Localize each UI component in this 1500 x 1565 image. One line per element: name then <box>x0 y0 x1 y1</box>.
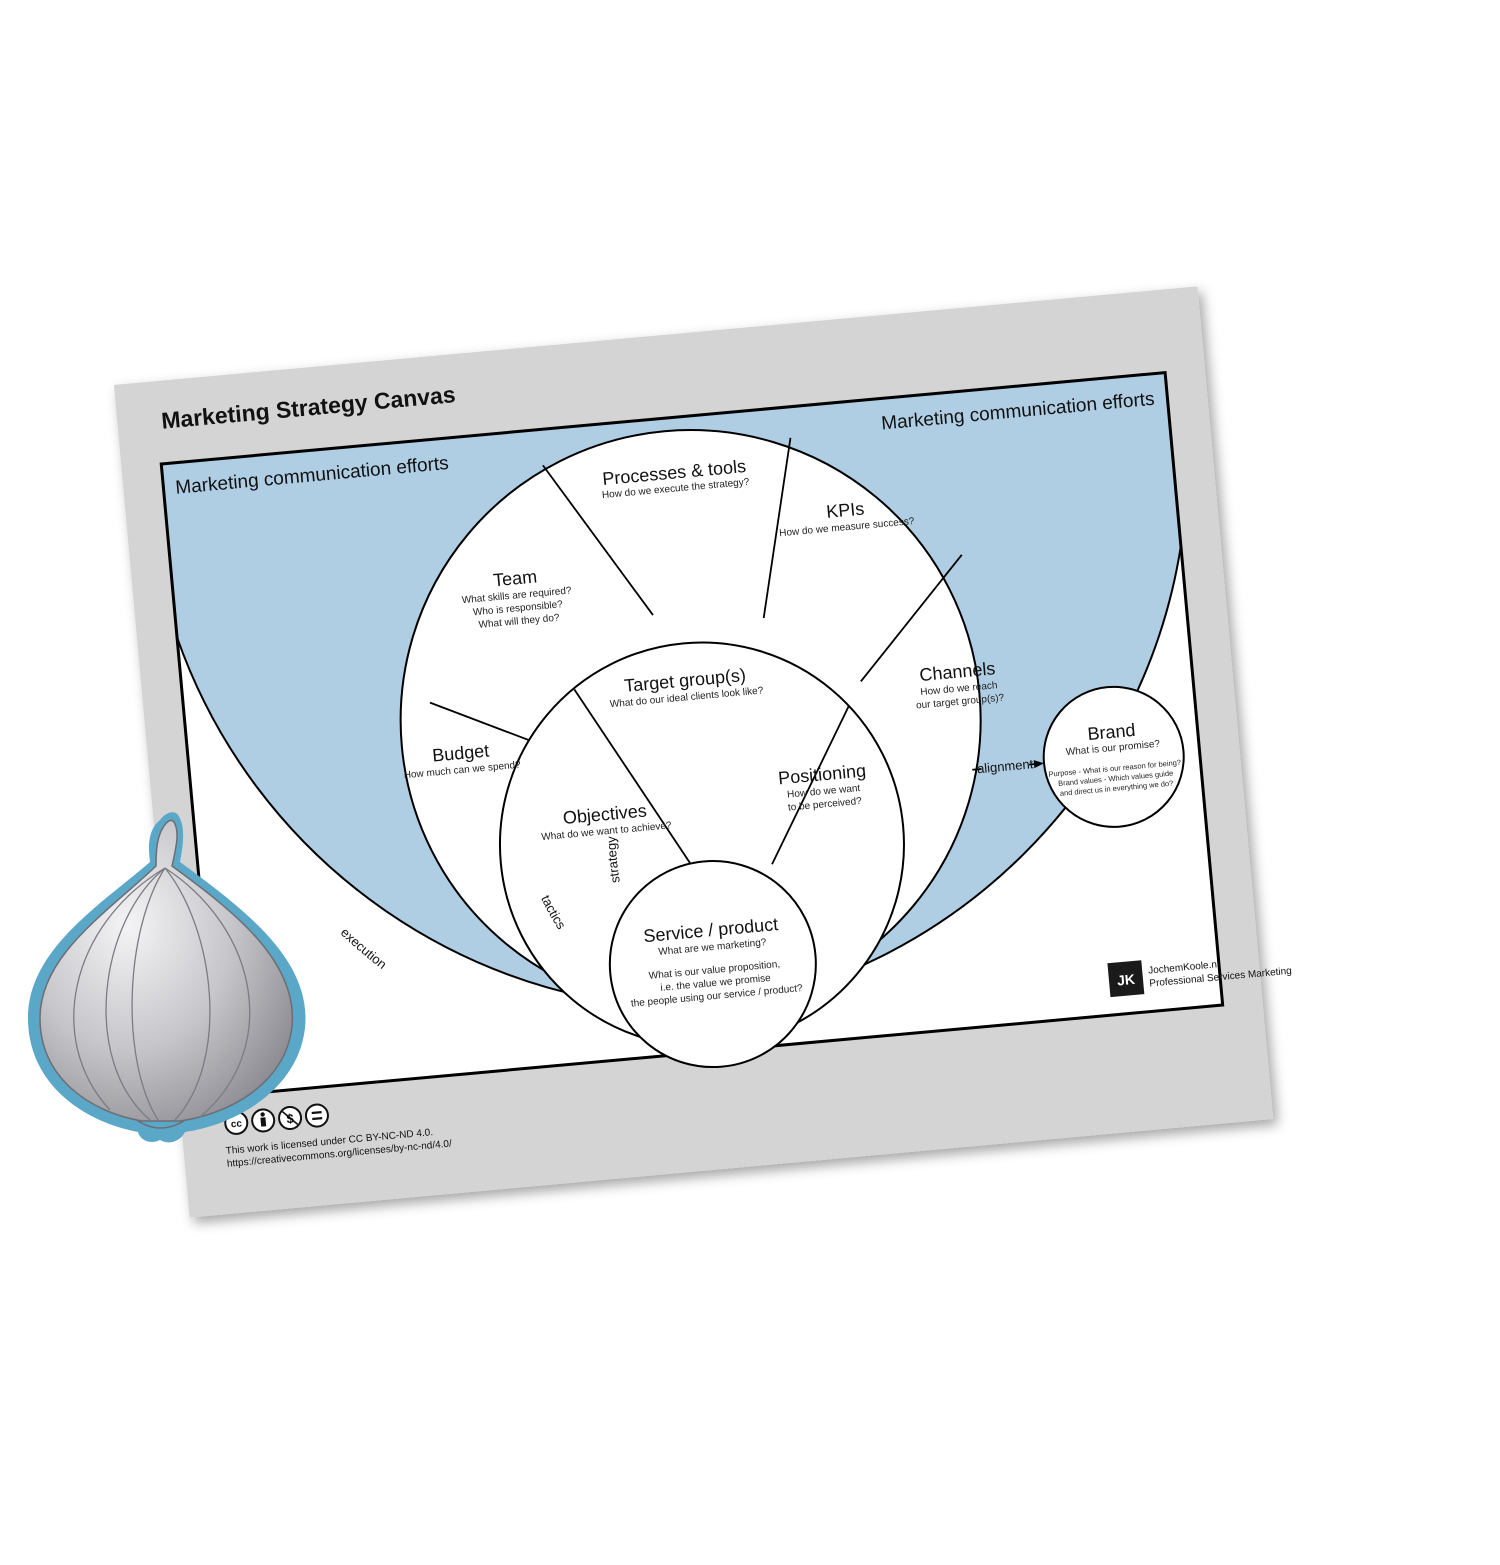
service-circle <box>608 860 817 1069</box>
onion-layer-lines <box>73 867 251 1121</box>
alignment-arrow <box>1033 760 1045 769</box>
alignment-label: alignment <box>976 756 1034 776</box>
jk-logo-mark: JK <box>1116 971 1135 989</box>
kpis-title: KPIs <box>825 499 865 522</box>
by-person-glyph <box>260 1112 267 1127</box>
onion-bulb <box>39 819 294 1122</box>
tactics-dividers <box>429 437 963 751</box>
onion-roots <box>137 1120 185 1129</box>
noderivatives-icon <box>304 1103 329 1128</box>
cc-icon-text: cc <box>230 1118 243 1130</box>
brand-title: Brand <box>1087 720 1137 744</box>
strategy-dividers <box>573 688 850 868</box>
team-title: Team <box>492 566 538 590</box>
onion-icon <box>28 812 306 1143</box>
alignment-label-bg <box>980 757 1030 776</box>
canvas-stage: Marketing Strategy Canvas Marketing comm… <box>28 286 1292 1218</box>
jk-logo-mark-bg <box>1107 960 1145 998</box>
nd-equals-glyph <box>311 1111 323 1121</box>
strategy-label: strategy <box>603 835 623 885</box>
onion-sticker <box>28 812 306 1143</box>
nc-strike <box>281 1111 299 1125</box>
